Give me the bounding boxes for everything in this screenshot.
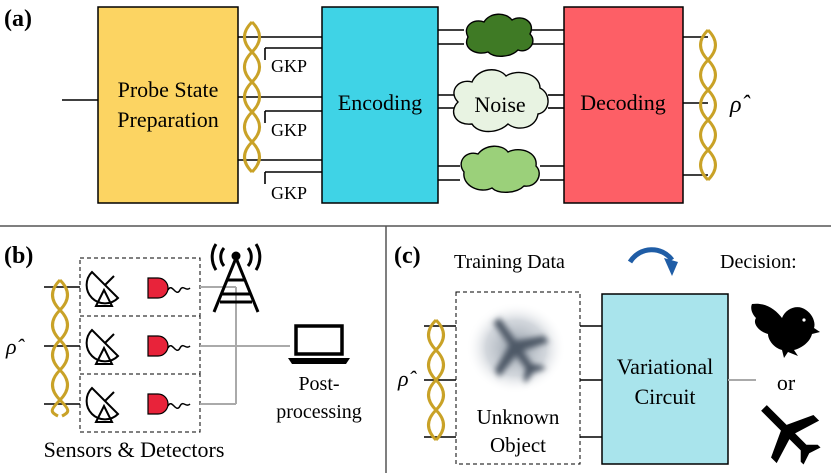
noise-label: Noise — [474, 92, 525, 117]
gkp-label-3: GKP — [271, 183, 307, 203]
variational-label-line2: Circuit — [634, 384, 695, 409]
satellite-dish-icon — [85, 328, 120, 365]
laptop-icon — [288, 324, 350, 364]
curved-arrow-icon — [627, 247, 675, 264]
gkp-label-2: GKP — [271, 120, 307, 140]
eagle-icon — [751, 303, 820, 358]
rho-hat-c: ρ̂ — [397, 366, 418, 391]
sensor-row-3 — [85, 386, 191, 423]
sensor-row-1 — [85, 270, 191, 307]
satellite-dish-icon — [85, 270, 120, 307]
rho-hat-a: ρ̂ — [729, 92, 751, 118]
probe-state-box — [97, 6, 239, 204]
variational-circuit-box — [601, 293, 729, 465]
unknown-label-line1: Unknown — [477, 405, 560, 429]
post-label-line2: processing — [276, 401, 362, 423]
sensor-group — [79, 257, 201, 433]
probe-label-line1: Probe State — [118, 77, 219, 102]
decoding-label: Decoding — [580, 90, 666, 115]
airplane-icon — [761, 405, 821, 465]
unknown-object-box — [455, 291, 581, 465]
noise-cloud-dark — [465, 13, 534, 57]
panel-a-label: (a) — [4, 6, 32, 32]
curved-arrow-head — [664, 258, 678, 276]
detector-icon — [147, 393, 191, 415]
helix-b — [50, 278, 70, 418]
rho-hat-b: ρ̂ — [5, 334, 26, 359]
noise-cloud-light — [453, 69, 549, 133]
panel-c: (c) Training Data Decision: ρ̂ Unknown O… — [394, 243, 821, 465]
post-label-line1: Post- — [298, 373, 339, 395]
probe-label-line2: Preparation — [117, 107, 218, 132]
satellite-dish-icon — [85, 386, 120, 423]
unknown-label-line2: Object — [490, 433, 546, 457]
antenna-tower-icon — [210, 243, 262, 313]
training-data-label: Training Data — [454, 251, 565, 273]
panel-b-label: (b) — [4, 243, 33, 269]
decoding-box — [563, 6, 684, 204]
helix-a-left — [243, 20, 261, 174]
sensors-caption: Sensors & Detectors — [44, 437, 225, 462]
detector-icon — [147, 277, 191, 299]
panel-c-label: (c) — [394, 243, 421, 269]
panel-b-gray-wires — [200, 286, 290, 405]
helix-c — [427, 318, 445, 442]
detector-icon — [147, 335, 191, 357]
variational-label-line1: Variational — [617, 354, 714, 379]
noise-cloud-mid — [460, 145, 540, 193]
encoding-box — [321, 6, 439, 204]
decision-label: Decision: — [720, 251, 797, 273]
panel-b-wires — [44, 286, 80, 405]
panel-b: (b) ρ̂ — [4, 243, 362, 462]
panel-c-wires — [424, 325, 602, 438]
blurred-airplane-icon — [493, 317, 549, 383]
sensor-row-2 — [85, 328, 191, 365]
helix-a-right — [699, 28, 717, 182]
or-label: or — [777, 370, 796, 395]
panel-a: (a) — [4, 6, 751, 204]
gkp-label-1: GKP — [271, 56, 307, 76]
encoding-label: Encoding — [338, 90, 422, 115]
